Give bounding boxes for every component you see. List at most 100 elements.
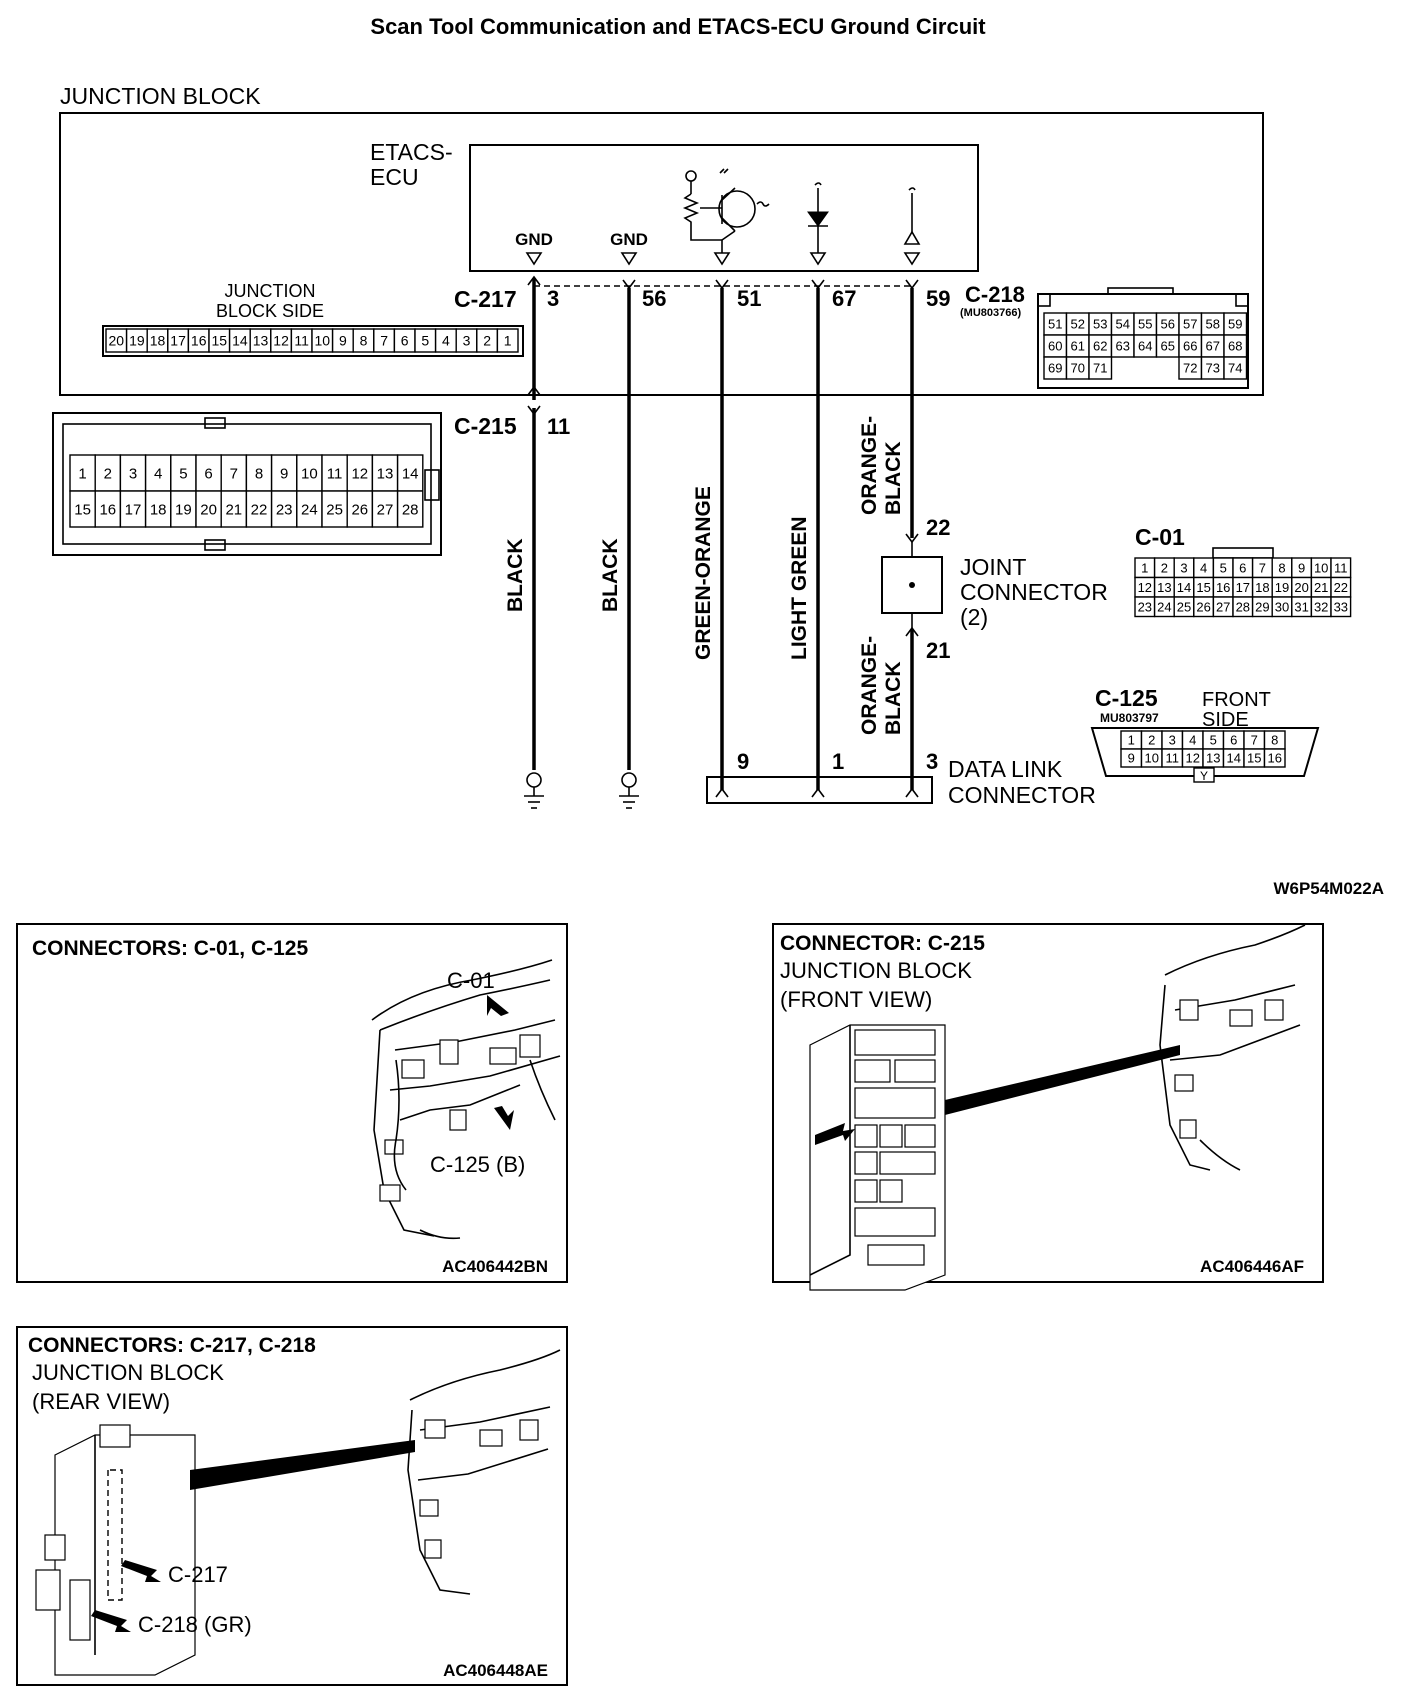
c217-pin-number: 8 (360, 333, 368, 349)
c01-pin-number: 30 (1275, 599, 1289, 614)
panel1-callout-c01: C-01 (447, 968, 495, 993)
c215-side-tab (424, 469, 440, 501)
wire-label-green-orange: GREEN-ORANGE (692, 486, 715, 660)
c125-part-number: MU803797 (1100, 711, 1159, 725)
c01-pin-number: 10 (1314, 560, 1328, 575)
panel3-code: AC406448AE (443, 1661, 548, 1680)
junction-block-label: JUNCTION BLOCK (60, 83, 261, 109)
c01-pin-number: 15 (1196, 580, 1210, 595)
c217-pin-number: 14 (232, 333, 248, 349)
c01-pin-number: 16 (1216, 580, 1230, 595)
c215-cell (220, 454, 248, 492)
c215-cell (195, 490, 222, 528)
pin-9-label: 9 (737, 749, 749, 774)
c01-key (1212, 547, 1274, 559)
c218-pin-number: 57 (1183, 317, 1197, 332)
gnd-label-2: GND (610, 230, 648, 249)
data-link-label-1: DATA LINK (948, 756, 1063, 782)
c125-pin-number: 5 (1210, 733, 1217, 748)
c01-pin-number: 19 (1275, 580, 1289, 595)
ground-symbol-1 (524, 772, 544, 809)
panel1-title: CONNECTORS: C-01, C-125 (32, 937, 308, 960)
c215-cell (396, 454, 424, 492)
c217-pin-number: 2 (483, 333, 491, 349)
c217-pin-number: 18 (150, 333, 166, 349)
c125-pin-number: 16 (1268, 751, 1282, 766)
c215-pin-number: 18 (150, 501, 167, 518)
c01-pin-number: 7 (1259, 560, 1266, 575)
c125-pin-number: 2 (1148, 733, 1155, 748)
c215-pin-number: 26 (351, 501, 368, 518)
wires (527, 275, 943, 790)
c218-pin-number: 64 (1138, 339, 1152, 354)
c125-cell (1263, 748, 1286, 768)
c215-pin-number: 20 (200, 501, 217, 518)
c215-pin-number: 3 (129, 465, 137, 482)
c215-cell (346, 454, 374, 492)
c218-pin-number: 71 (1093, 361, 1107, 376)
data-link-label-2: CONNECTOR (948, 782, 1096, 808)
panel1-callout-c125: C-125 (B) (430, 1152, 525, 1177)
c01-pin-number: 29 (1255, 599, 1269, 614)
c01-pin-number: 18 (1255, 580, 1269, 595)
c218-pin-number: 67 (1206, 339, 1220, 354)
c218-pin-number: 72 (1183, 361, 1197, 376)
c218-pin-number: 62 (1093, 339, 1107, 354)
c01-pin-number: 13 (1157, 580, 1171, 595)
gnd-label-1: GND (515, 230, 553, 249)
c215-cell (245, 454, 273, 492)
c01-pin-number: 26 (1196, 599, 1210, 614)
c218-pin-number: 73 (1206, 361, 1220, 376)
c01-pin-number: 12 (1138, 580, 1152, 595)
data-link-connector-box (706, 776, 933, 804)
c215-pin-number: 27 (377, 501, 394, 518)
c215-cell (245, 490, 273, 528)
c217-pin-number: 4 (442, 333, 450, 349)
wire-label-black-4: BLACK (882, 662, 905, 736)
pin-21-label: 21 (926, 638, 950, 663)
panel1-code: AC406442BN (442, 1257, 548, 1276)
c01-cell (1330, 596, 1352, 618)
c218-pin-number: 53 (1093, 317, 1107, 332)
c218-pin-number: 70 (1071, 361, 1085, 376)
c218-key (1107, 287, 1174, 295)
c01-pin-number: 33 (1334, 599, 1348, 614)
c215-pin-number: 25 (326, 501, 343, 518)
c125-pin-number: 12 (1186, 751, 1200, 766)
c217-pin-number: 13 (253, 333, 269, 349)
panel3-callout-c217: C-217 (168, 1562, 228, 1587)
c217-pin-number: 10 (315, 333, 331, 349)
c215-pin-number: 2 (104, 465, 112, 482)
pin-67-label: 67 (832, 286, 856, 311)
etacs-ecu-label-2: ECU (370, 164, 419, 190)
c125-pin-number: 8 (1271, 733, 1278, 748)
panel3-subtitle-2: (REAR VIEW) (32, 1389, 170, 1414)
c215-label: C-215 (454, 413, 517, 439)
c218-pin-number: 63 (1116, 339, 1130, 354)
c01-pin-number: 24 (1157, 599, 1171, 614)
joint-connector-label-1: JOINT (960, 554, 1026, 580)
wire-label-orange-1: ORANGE- (858, 416, 881, 515)
c01-pin-number: 8 (1278, 560, 1285, 575)
c217-pin-number: 3 (463, 333, 471, 349)
c215-pin-number: 6 (204, 465, 212, 482)
panel2-code: AC406446AF (1200, 1257, 1304, 1276)
c217-pin-number: 17 (170, 333, 186, 349)
c125-pin-number: 13 (1206, 751, 1220, 766)
c215-cell (144, 490, 172, 528)
wire-label-black-1: BLACK (504, 539, 527, 613)
c215-pin-number: 17 (125, 501, 142, 518)
c01-pin-number: 27 (1216, 599, 1230, 614)
c125-pin-number: 4 (1189, 733, 1196, 748)
c218-latch-left (1037, 293, 1051, 307)
c215-pin-number: 13 (377, 465, 394, 482)
c218-latch-right (1235, 293, 1249, 307)
c217-cell (496, 328, 519, 353)
c125-front-label-2: SIDE (1202, 709, 1249, 731)
c218-part-number: (MU803766) (960, 307, 1021, 319)
pin-11-label: 11 (547, 414, 570, 439)
c01-pin-number: 32 (1314, 599, 1328, 614)
etacs-ecu-box (469, 144, 979, 272)
c01-pin-number: 1 (1141, 560, 1148, 575)
